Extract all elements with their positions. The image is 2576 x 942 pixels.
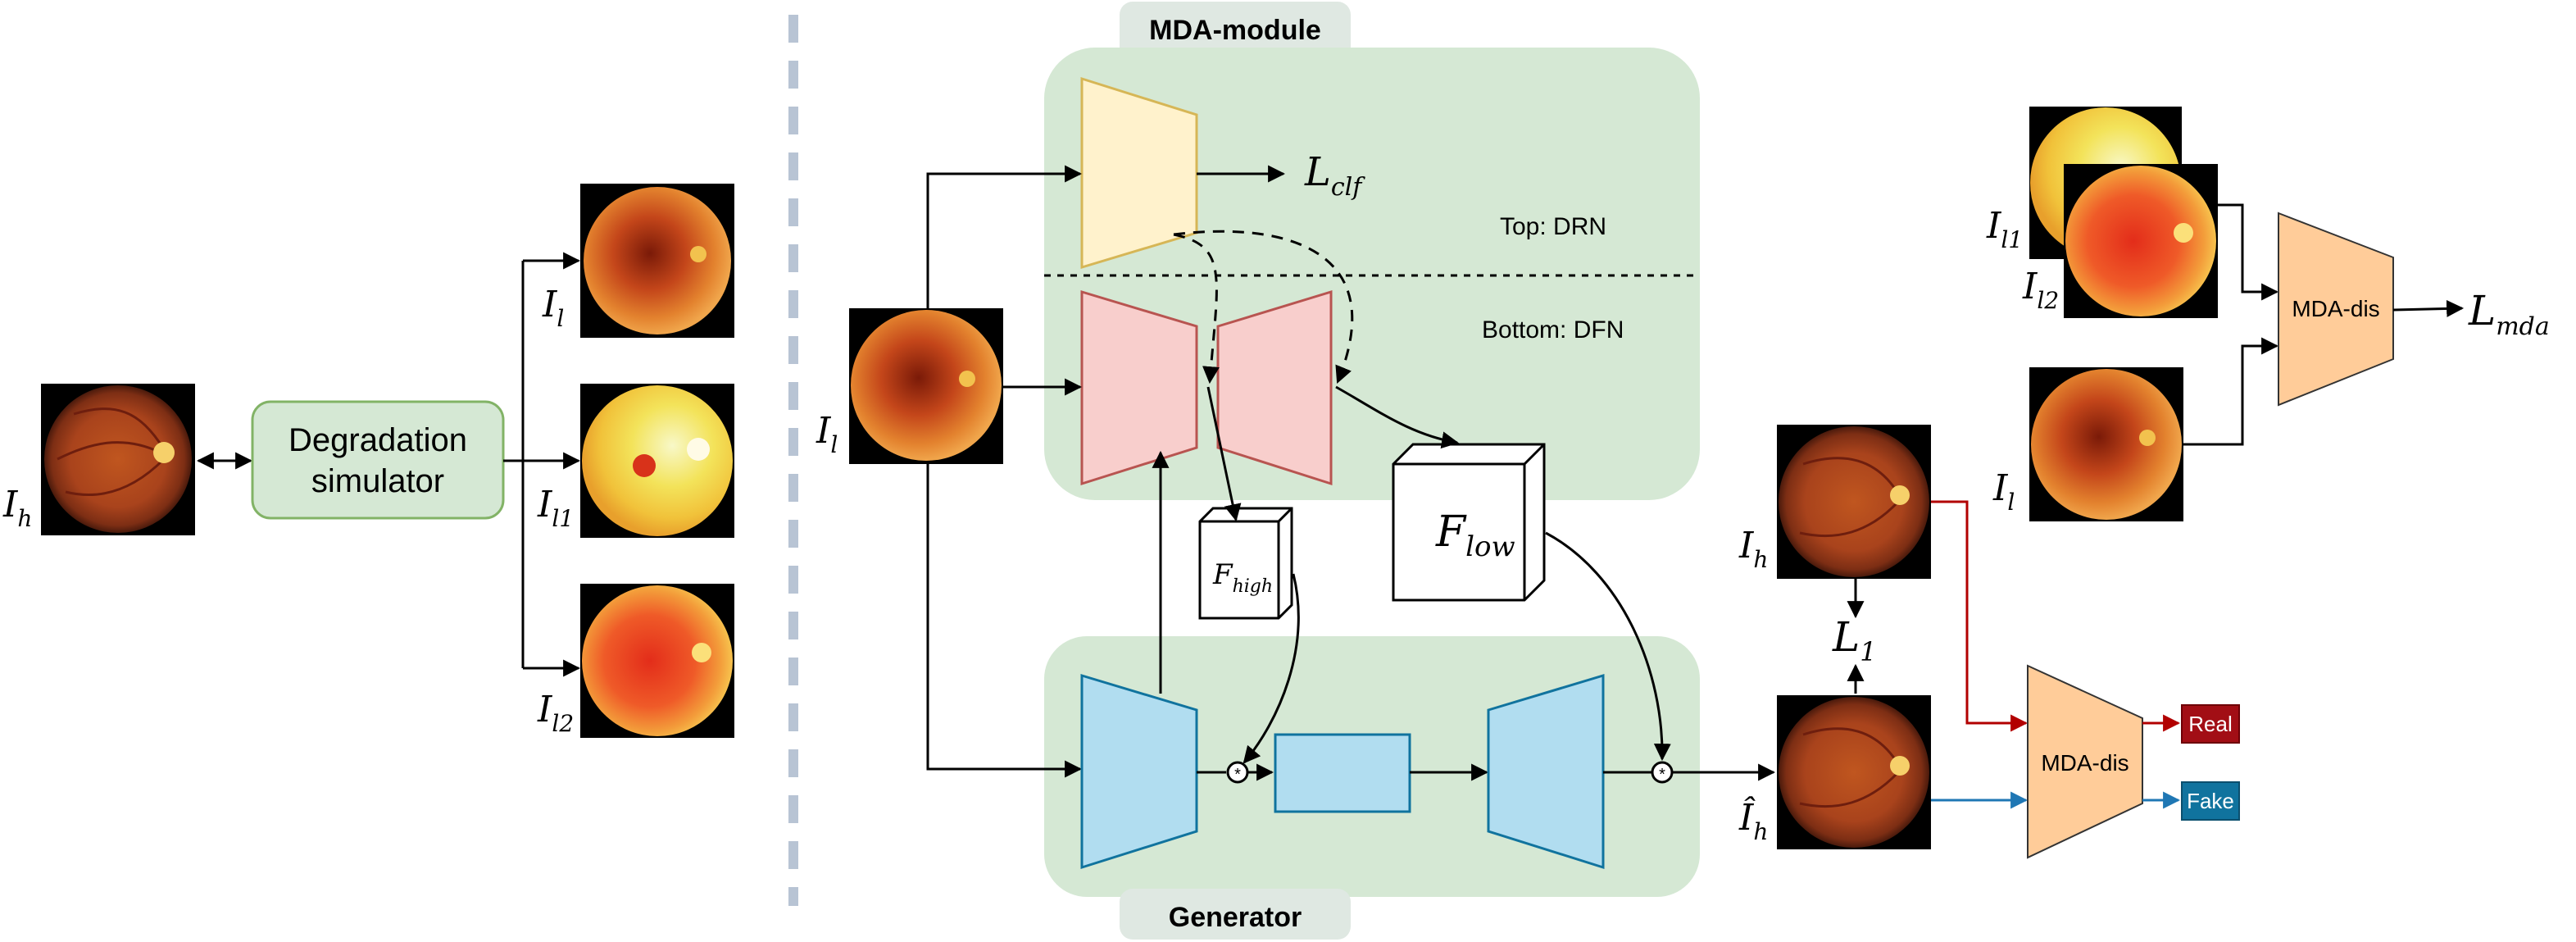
mda-module-title: MDA-module: [1149, 15, 1321, 46]
label-ih-hat: Îh: [1738, 795, 1768, 845]
generator-encoder: [1080, 673, 1198, 870]
label-real: Real: [2188, 712, 2232, 736]
arrow-input-to-generator: [926, 464, 1083, 778]
dashed-feedback-encoder: [1173, 233, 1220, 385]
degradation-label-1: Degradation: [288, 422, 467, 458]
label-il1-right: Il1: [1986, 205, 2023, 253]
dashed-feedback-decoder: [1173, 230, 1354, 384]
operator-glyph-1: *: [1234, 766, 1241, 784]
operator-glyph-2: *: [1659, 766, 1665, 784]
fundus-image-il: [580, 184, 734, 338]
real-badge: [2181, 704, 2240, 744]
label-il2: Il2: [537, 689, 574, 737]
degradation-simulator-box: Degradation simulator: [251, 400, 505, 520]
label-il-right: Il: [1992, 467, 2015, 516]
mda-discriminator-bottom: [2027, 664, 2143, 859]
dfn-encoder: [1080, 289, 1198, 486]
label-flow-sub: low: [1465, 530, 1515, 563]
label-l1: L1: [1832, 613, 1877, 667]
fundus-image-input-il: [849, 308, 1003, 464]
label-lmda: Lmda: [2468, 287, 2550, 341]
generator-bottleneck: [1274, 733, 1411, 813]
fundus-image-il1: [580, 384, 734, 538]
fundus-image-ih-right: [1777, 425, 1931, 579]
degradation-label-2: simulator: [311, 463, 444, 499]
feature-cube-fhigh: Fhigh: [1198, 507, 1293, 620]
arrow-degraded-to-dis: [2218, 203, 2279, 301]
arrow-to-lmda: [2392, 299, 2465, 317]
label-fhigh-base: F: [1212, 558, 1233, 591]
svg-text:Fhigh: Fhigh: [1212, 558, 1273, 597]
label-input-il: Il: [816, 410, 838, 458]
label-lclf: Lclf: [1304, 149, 1365, 202]
label-mda-dis-top: MDA-dis: [2292, 296, 2379, 321]
mda-discriminator-top: [2278, 212, 2394, 407]
label-il: Il: [542, 284, 564, 332]
fundus-image-output-ih-hat: [1777, 695, 1931, 849]
fundus-image-il2-right: [2064, 164, 2218, 318]
fundus-image-il-right: [2029, 367, 2183, 521]
generator-decoder: [1487, 673, 1605, 870]
fake-badge: [2181, 781, 2240, 821]
arrow-il-to-dis: [2183, 337, 2279, 446]
label-bottom-dfn: Bottom: DFN: [1482, 316, 1624, 344]
label-fhigh-sub: high: [1233, 576, 1273, 597]
label-ih-left: Ih: [2, 484, 32, 532]
arrow-dfn-to-fhigh: [1206, 386, 1242, 522]
label-mda-dis-bottom: MDA-dis: [2041, 750, 2128, 776]
arrow-input-to-drn: [926, 165, 1083, 308]
arrow-fhigh-to-op: [1243, 573, 1300, 764]
arrow-dfn-to-flow: [1335, 385, 1460, 449]
svg-text:Flow: Flow: [1435, 507, 1515, 563]
label-ih-right: Ih: [1738, 525, 1768, 573]
label-il2-right: Il2: [2022, 266, 2059, 314]
label-il1: Il1: [537, 484, 574, 532]
arrow-flow-to-op: [1545, 531, 1671, 762]
dfn-decoder: [1216, 289, 1333, 486]
fundus-image-il2: [580, 584, 734, 738]
generator-title: Generator: [1169, 902, 1302, 933]
fundus-image-ih: [41, 384, 195, 535]
label-top-drn: Top: DRN: [1500, 213, 1606, 240]
arrow-real-input: [1931, 500, 2029, 732]
label-fake: Fake: [2187, 789, 2234, 813]
label-flow-base: F: [1435, 507, 1467, 557]
feature-cube-flow: Flow: [1392, 443, 1546, 602]
